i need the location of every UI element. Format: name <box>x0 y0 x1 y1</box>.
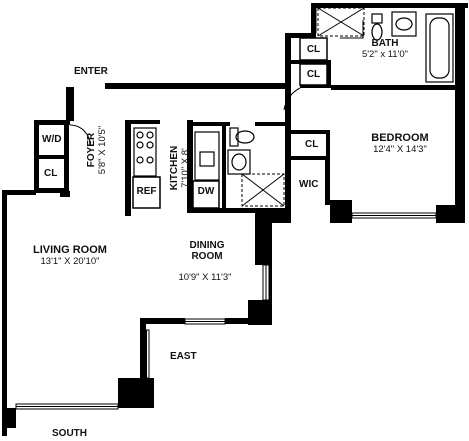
wall-dining-right <box>255 215 272 265</box>
living-dims: 13'1" X 20'10" <box>40 256 100 267</box>
door-lines <box>69 8 364 146</box>
dw-label: DW <box>197 186 215 197</box>
walls <box>2 3 468 436</box>
bath-name: BATH <box>371 38 399 49</box>
wall-living-bottom-left <box>2 408 16 428</box>
ref-box <box>132 176 161 209</box>
wall-wd-top <box>34 120 70 125</box>
closet-label-1: CL <box>306 44 321 55</box>
wall-bedroom-right <box>455 3 465 223</box>
wall-bath-bottom <box>331 85 461 90</box>
bath-toilet-bowl <box>371 23 383 41</box>
dining-name: DINING <box>189 240 225 251</box>
bath-label: BATH 5'2" x 11'0" <box>350 38 420 60</box>
dining-name2: ROOM <box>191 251 223 262</box>
wall-closet-top <box>285 33 316 38</box>
dining-dims: 10'9" X 11'3" <box>178 272 232 283</box>
wall-core-bottom <box>187 208 291 213</box>
door-bedroom-swing <box>283 87 301 111</box>
shower-core <box>241 173 285 207</box>
wall-closet-bottom <box>300 85 331 88</box>
wall-cl-bottom <box>34 188 68 193</box>
wall-core-top-right <box>255 122 285 126</box>
wall-east-top-left <box>140 318 185 324</box>
core-toilet-bowl <box>235 130 255 144</box>
wall-bedroom-left <box>285 33 291 223</box>
wall-closet-right <box>64 120 69 193</box>
bedroom-dims: 12'4" X 14'3" <box>373 144 427 155</box>
ref-label: REF <box>136 186 157 197</box>
closet-label-2: CL <box>306 69 321 80</box>
door-bath-swing <box>340 20 364 39</box>
kitchen-sink <box>194 131 220 181</box>
windows <box>15 212 437 410</box>
wall-east-left <box>140 320 146 390</box>
wall-closet-side <box>327 60 331 88</box>
dw-box <box>192 180 220 209</box>
bathtub <box>425 13 454 83</box>
boxes <box>132 37 328 209</box>
foyer-closet-label: CL <box>44 168 58 179</box>
wall-dining-corner <box>248 300 272 325</box>
bath-sink <box>391 11 417 37</box>
wall-closet-divider <box>291 60 331 64</box>
stove <box>133 127 157 177</box>
wall-living-left <box>2 190 7 436</box>
wall-bedroom-closet-side <box>326 130 330 156</box>
wall-wd-bottom <box>34 155 68 159</box>
wic-label: WIC <box>299 179 319 190</box>
door-foyer-swing <box>69 124 91 146</box>
wall-bath-top <box>311 3 468 8</box>
wall-foyer-left-top <box>66 87 74 121</box>
shower-bath <box>317 7 365 37</box>
wall-kitchen-left <box>125 120 131 216</box>
kitchen-name: KITCHEN <box>169 145 180 191</box>
dining-label: DINING ROOM <box>172 240 242 262</box>
wall-bedroom-closet-top <box>291 130 330 134</box>
south-label: SOUTH <box>52 428 87 439</box>
closet-box-1 <box>299 37 328 61</box>
bedroom-name: BEDROOM <box>371 132 429 144</box>
wd-label: W/D <box>42 134 62 145</box>
foyer-name: FOYER <box>86 132 97 168</box>
bath-dims: 5'2" x 11'0" <box>361 49 409 60</box>
wall-core-top <box>187 122 230 126</box>
wall-east-top-right <box>225 318 255 324</box>
wall-core-divider <box>222 122 226 212</box>
wall-foyer-stub <box>60 191 70 197</box>
enter-label: ENTER <box>74 66 108 77</box>
wall-bedroom-bottom-left <box>330 200 352 223</box>
wall-entry-top <box>105 83 285 89</box>
kitchen-label: KITCHEN 7'10" X 8' <box>169 133 191 203</box>
wall-living-top <box>2 190 36 195</box>
fixtures <box>133 11 454 181</box>
living-label: LIVING ROOM 13'1" X 20'10" <box>22 244 118 268</box>
living-name: LIVING ROOM <box>33 244 107 256</box>
foyer-label: FOYER 5'8" X 10'5" <box>86 115 108 185</box>
wall-kitchen-top <box>127 120 160 124</box>
wall-dining-window-edge <box>269 265 272 300</box>
bath-toilet-tank <box>371 13 383 24</box>
core-toilet-tank <box>229 127 239 147</box>
wall-wic-side <box>325 160 330 205</box>
bedroom-label: BEDROOM 12'4" X 14'3" <box>355 132 445 156</box>
closet-box-2 <box>299 63 328 86</box>
bedroom-closet-label: CL <box>305 139 319 150</box>
wall-wic-top <box>291 156 330 160</box>
core-sink <box>227 149 251 175</box>
east-label: EAST <box>170 351 197 362</box>
kitchen-dims: 7'10" X 8' <box>180 148 191 188</box>
foyer-dims: 5'8" X 10'5" <box>97 125 108 175</box>
wall-bath-left <box>311 3 316 33</box>
wall-bedroom-bottom-right <box>436 205 465 223</box>
wall-living-bottom-right <box>118 378 154 408</box>
wall-kitchen-right <box>187 120 193 212</box>
showers <box>241 7 365 207</box>
